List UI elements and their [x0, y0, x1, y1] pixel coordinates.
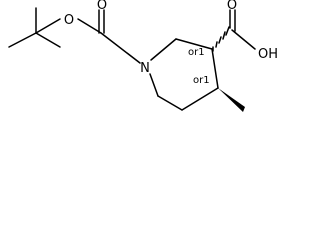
atom-carbamate-ether-oxygen: O	[64, 13, 74, 28]
bond-acid-carbon-to-hydroxyl	[231, 29, 256, 50]
bond-ring-n-to-c2	[150, 38, 177, 61]
stereo-label-c3: or1	[188, 47, 205, 58]
bond-ring-c2-to-c3	[175, 38, 213, 50]
bond-tbu-quaternary-to-oxygen	[35, 18, 61, 34]
bond-ring-c4-to-c5	[181, 87, 219, 111]
bond-ring-c5-to-c6	[157, 95, 183, 111]
stereo-label-c4: or1	[193, 75, 210, 86]
bond-carbonyl-carbon-to-nitrogen	[100, 32, 141, 64]
hashed-wedge-c3-carboxyl	[212, 26, 230, 52]
bond-tbu-methyl-right	[35, 32, 61, 48]
atom-ring-nitrogen: N	[140, 61, 150, 76]
atom-carbamate-carbonyl-oxygen: O	[97, 0, 107, 13]
atom-acid-hydroxyl: OH	[258, 47, 278, 62]
chemical-structure: N O O O OH or1 or1	[8, 0, 278, 112]
wedge-c4-methyl	[218, 88, 245, 112]
bond-ring-c6-to-n	[149, 73, 159, 97]
bond-ring-c3-to-c4	[211, 48, 219, 89]
bond-tbu-methyl-left	[8, 32, 37, 48]
bond-ether-oxygen-to-carbonyl-carbon	[77, 18, 102, 34]
atom-acid-carbonyl-oxygen: O	[227, 0, 237, 13]
